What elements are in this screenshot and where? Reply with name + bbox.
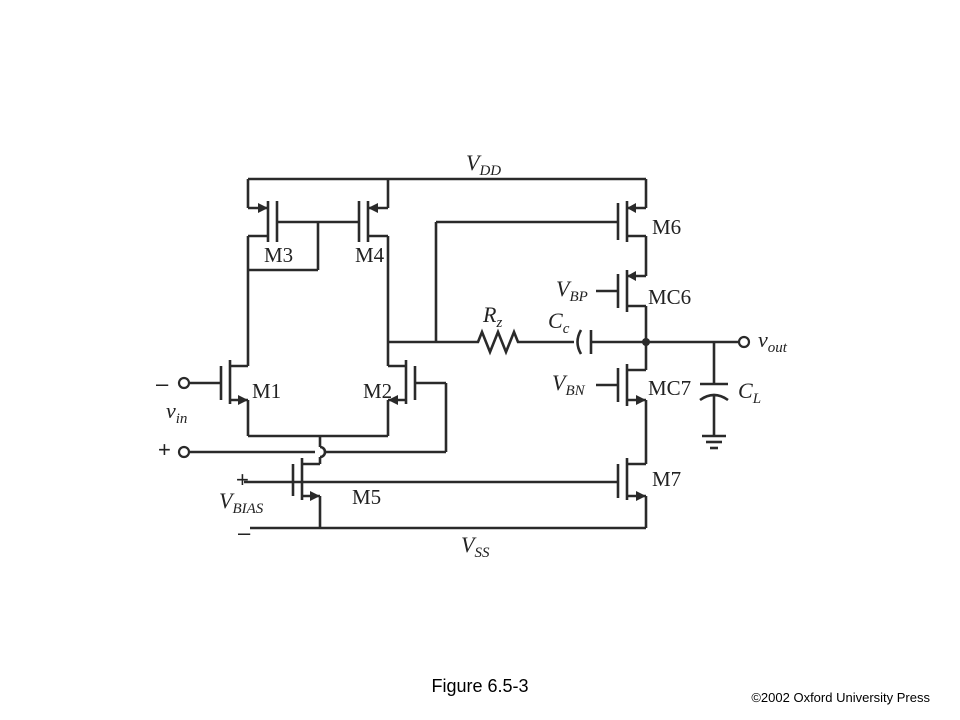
transistor-m5: [244, 458, 322, 510]
figure-caption: Figure 6.5-3: [431, 676, 529, 696]
cc-label: Cc: [548, 308, 570, 337]
m1-label: M1: [252, 379, 281, 403]
cl-label: CL: [738, 378, 761, 407]
vin-plus-sign: +: [158, 437, 171, 462]
vdd-rail: [246, 177, 648, 196]
transistor-mc7: [596, 342, 648, 464]
vss-label: VSS: [461, 532, 490, 561]
m6-label: M6: [652, 215, 681, 239]
vbp-label: VBP: [556, 276, 588, 305]
transistor-m6: [616, 196, 648, 276]
vbias-minus-sign: –: [238, 520, 251, 545]
m7-label: M7: [652, 467, 681, 491]
vbn-label: VBN: [552, 370, 586, 399]
ground-icon: [702, 434, 726, 450]
transistor-mc6: [596, 270, 648, 342]
resistor-rz: [470, 328, 574, 356]
capacitor-cl: [699, 342, 729, 436]
m4-label: M4: [355, 243, 385, 267]
transistor-m3: [246, 196, 358, 342]
transistor-m2: [386, 342, 448, 452]
mc6-label: MC6: [648, 285, 691, 309]
m3-label: M3: [264, 243, 293, 267]
vdd-label: VDD: [466, 150, 501, 179]
vbias-plus-sign: +: [236, 467, 249, 492]
vin-label: vin: [166, 398, 187, 427]
input-terminals: [177, 376, 191, 459]
mc7-label: MC7: [648, 376, 691, 400]
transistor-m1: [188, 342, 250, 436]
m2-label: M2: [363, 379, 392, 403]
vss-rail: [250, 510, 648, 530]
vout-label: vout: [758, 327, 788, 356]
capacitor-cc: [576, 329, 646, 355]
first-stage-output: [388, 220, 618, 344]
m5-label: M5: [352, 485, 381, 509]
transistor-m4: [357, 196, 390, 342]
vbias-label: VBIAS: [219, 488, 264, 517]
transistor-m7: [616, 458, 648, 510]
copyright-notice: ©2002 Oxford University Press: [751, 690, 930, 705]
vin-minus-sign: –: [156, 371, 169, 396]
rz-label: Rz: [482, 302, 502, 331]
output-node: [642, 335, 751, 349]
tail-node: [248, 434, 388, 464]
